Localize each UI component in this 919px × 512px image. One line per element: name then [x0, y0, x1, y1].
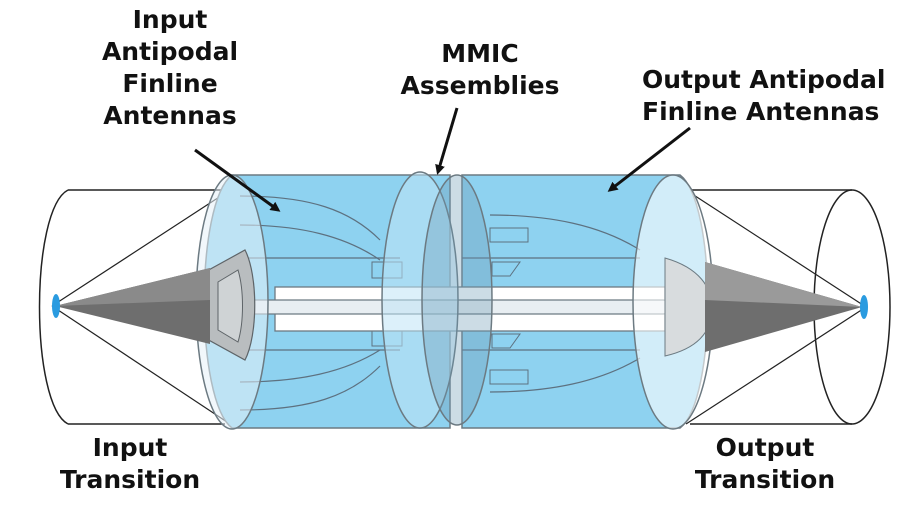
- mmic-label: MMIC Assemblies: [400, 39, 560, 100]
- input-probe-icon: [52, 294, 60, 318]
- output-transition-label: Output Transition: [694, 433, 836, 494]
- input-transition-cylinder: [38, 189, 231, 425]
- output-cone: [705, 262, 862, 352]
- input-antennas-label: Input Antipodal Finline Antennas: [101, 5, 239, 130]
- input-transition-label: Input Transition: [59, 433, 201, 494]
- output-probe-icon: [860, 295, 868, 319]
- output-transition-cylinder: [685, 189, 891, 425]
- output-antennas-label: Output Antipodal Finline Antennas: [642, 65, 886, 126]
- input-cone: [55, 268, 210, 344]
- mmic-discs: [381, 171, 493, 429]
- output-cap: [632, 174, 714, 430]
- input-cap: [195, 174, 269, 430]
- output-antennas-arrow: [607, 126, 691, 192]
- mmic-arrow: [435, 107, 459, 175]
- input-antennas-arrow: [194, 148, 281, 212]
